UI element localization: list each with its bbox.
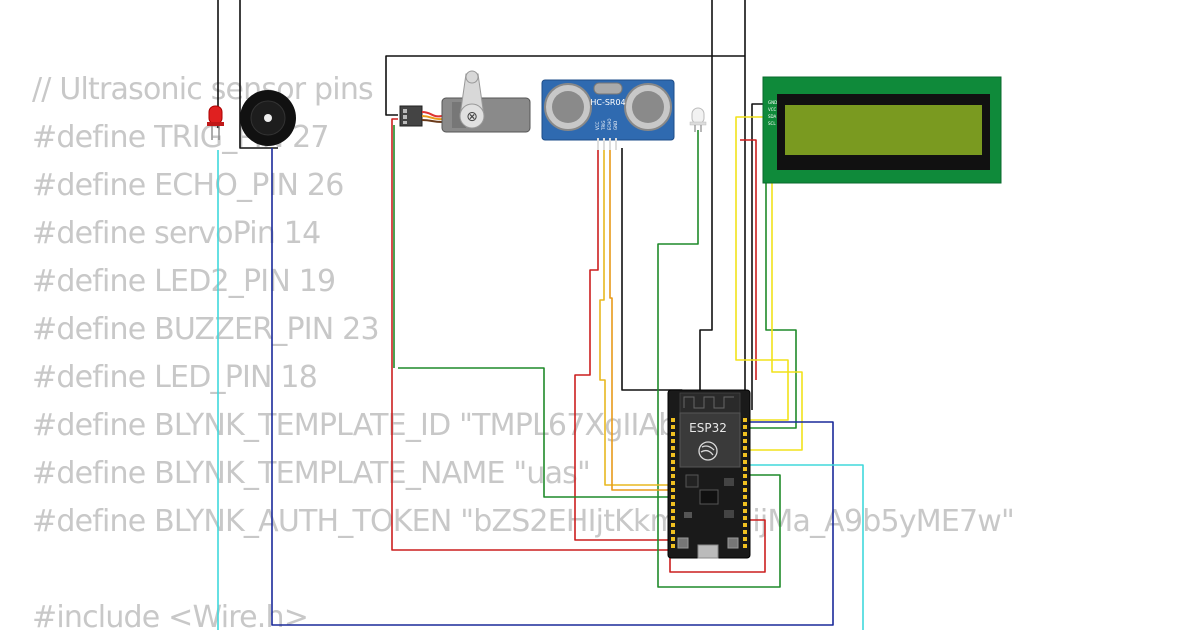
- header-pin[interactable]: [743, 495, 747, 499]
- header-pin[interactable]: [671, 502, 675, 506]
- lcd-pin-vcc: VCC: [768, 107, 777, 112]
- pin-label-echo: ECHO: [607, 119, 612, 130]
- pin-label-gnd: GND: [613, 121, 618, 130]
- esp32-left-pin-header: [671, 418, 675, 548]
- header-pin[interactable]: [671, 446, 675, 450]
- ultrasonic-label: HC-SR04: [590, 98, 625, 107]
- header-pin[interactable]: [743, 439, 747, 443]
- esp32-right-pin-header: [743, 418, 747, 548]
- header-pin[interactable]: [743, 474, 747, 478]
- header-pin[interactable]: [671, 425, 675, 429]
- header-pin[interactable]: [671, 481, 675, 485]
- wire-green: [398, 367, 672, 498]
- red-led[interactable]: [207, 105, 224, 140]
- header-pin[interactable]: [671, 509, 675, 513]
- wire-orange: [609, 148, 672, 491]
- buzzer[interactable]: [240, 90, 296, 146]
- wire-black: [239, 0, 278, 149]
- header-pin[interactable]: [743, 544, 747, 548]
- espressif-logo-icon: [698, 441, 718, 461]
- wire-red: [574, 148, 672, 541]
- header-pin[interactable]: [743, 432, 747, 436]
- header-pin[interactable]: [671, 530, 675, 534]
- header-pin[interactable]: [671, 467, 675, 471]
- header-pin[interactable]: [743, 467, 747, 471]
- header-pin[interactable]: [671, 453, 675, 457]
- header-pin[interactable]: [671, 488, 675, 492]
- header-pin[interactable]: [743, 523, 747, 527]
- header-pin[interactable]: [671, 474, 675, 478]
- header-pin[interactable]: [671, 516, 675, 520]
- wire-black: [621, 148, 683, 410]
- header-pin[interactable]: [743, 453, 747, 457]
- wire-green: [657, 130, 781, 588]
- wire-yellow: [735, 116, 789, 421]
- header-pin[interactable]: [671, 523, 675, 527]
- header-pin[interactable]: [671, 495, 675, 499]
- header-pin[interactable]: [743, 530, 747, 534]
- header-pin[interactable]: [671, 544, 675, 548]
- header-pin[interactable]: [743, 502, 747, 506]
- pin-label-trig: TRIG: [601, 120, 606, 131]
- lcd-pin-gnd: GND: [768, 100, 777, 105]
- wire-black: [385, 55, 745, 116]
- wire-black: [699, 0, 713, 410]
- header-pin[interactable]: [743, 418, 747, 422]
- esp32-label: ESP32: [689, 421, 727, 435]
- white-led[interactable]: [689, 107, 707, 132]
- header-pin[interactable]: [743, 446, 747, 450]
- header-pin[interactable]: [671, 439, 675, 443]
- header-pin[interactable]: [743, 488, 747, 492]
- header-pin[interactable]: [671, 460, 675, 464]
- wire-cyan: [745, 464, 864, 630]
- header-pin[interactable]: [671, 537, 675, 541]
- header-pin[interactable]: [743, 537, 747, 541]
- header-pin[interactable]: [743, 460, 747, 464]
- wire-red: [740, 139, 757, 380]
- esp32-board[interactable]: ESP32: [667, 389, 751, 559]
- servo-shaft-icon: ⊗: [466, 108, 478, 124]
- wire-red: [391, 118, 672, 551]
- ultrasonic-sensor[interactable]: HC-SR04 VCC TRIG ECHO GND: [541, 79, 675, 150]
- wire-yellow: [599, 148, 672, 486]
- lcd-pin-scl: SCL: [768, 121, 776, 126]
- header-pin[interactable]: [743, 481, 747, 485]
- header-pin[interactable]: [743, 509, 747, 513]
- lcd-pin-sda: SDA: [768, 114, 777, 119]
- wire-blue: [271, 148, 834, 626]
- header-pin[interactable]: [671, 418, 675, 422]
- wire-red: [669, 519, 766, 573]
- lcd-display[interactable]: GND VCC SDA SCL: [762, 76, 1002, 184]
- servo-motor[interactable]: ⊗: [399, 70, 531, 133]
- pin-label-vcc: VCC: [595, 121, 600, 130]
- header-pin[interactable]: [743, 425, 747, 429]
- header-pin[interactable]: [743, 516, 747, 520]
- header-pin[interactable]: [671, 432, 675, 436]
